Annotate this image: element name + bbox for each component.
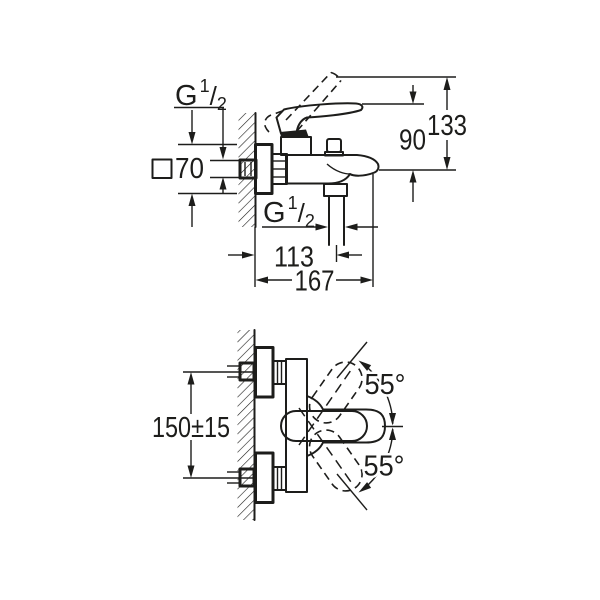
swing-angle-dimension: 55° 55° (336, 341, 408, 511)
mixer-body-spout (285, 154, 380, 185)
dim-70-label: 70 (175, 153, 204, 185)
diverter-knob (324, 138, 344, 157)
wall-section-plan (237, 329, 256, 521)
angle-55-lower-label: 55° (364, 451, 405, 483)
dim-150-label: 150±15 (152, 412, 230, 444)
hose-connection-pipe (323, 183, 348, 246)
lever-plan-solid (280, 395, 386, 457)
lever-side-solid (275, 102, 364, 135)
dim-167-label: 167 (295, 266, 335, 298)
escutcheon-side (254, 143, 274, 195)
height-dimensions: 133 90 (336, 76, 470, 202)
mixer-body-plan (285, 358, 308, 493)
dim-113-label: 113 (274, 242, 314, 274)
escutcheon-dimension-70: 70 (151, 110, 237, 227)
wall-section-side (238, 112, 257, 287)
lever-side-raised-dashed (263, 71, 342, 133)
plan-view: 55° 55° 150±15 (150, 329, 408, 521)
dim-133-label: 133 (427, 110, 467, 142)
connection-nut-side (271, 153, 288, 185)
depth-dimensions: 113 167 (228, 174, 374, 300)
square-symbol-icon (151, 158, 173, 179)
cartridge-collar (280, 129, 312, 156)
angle-55-upper-label: 55° (365, 369, 406, 401)
connection-distance-dimension: 150±15 (150, 371, 254, 479)
lever-plan-swung-dashed (298, 361, 363, 492)
dim-90-label: 90 (399, 125, 426, 157)
